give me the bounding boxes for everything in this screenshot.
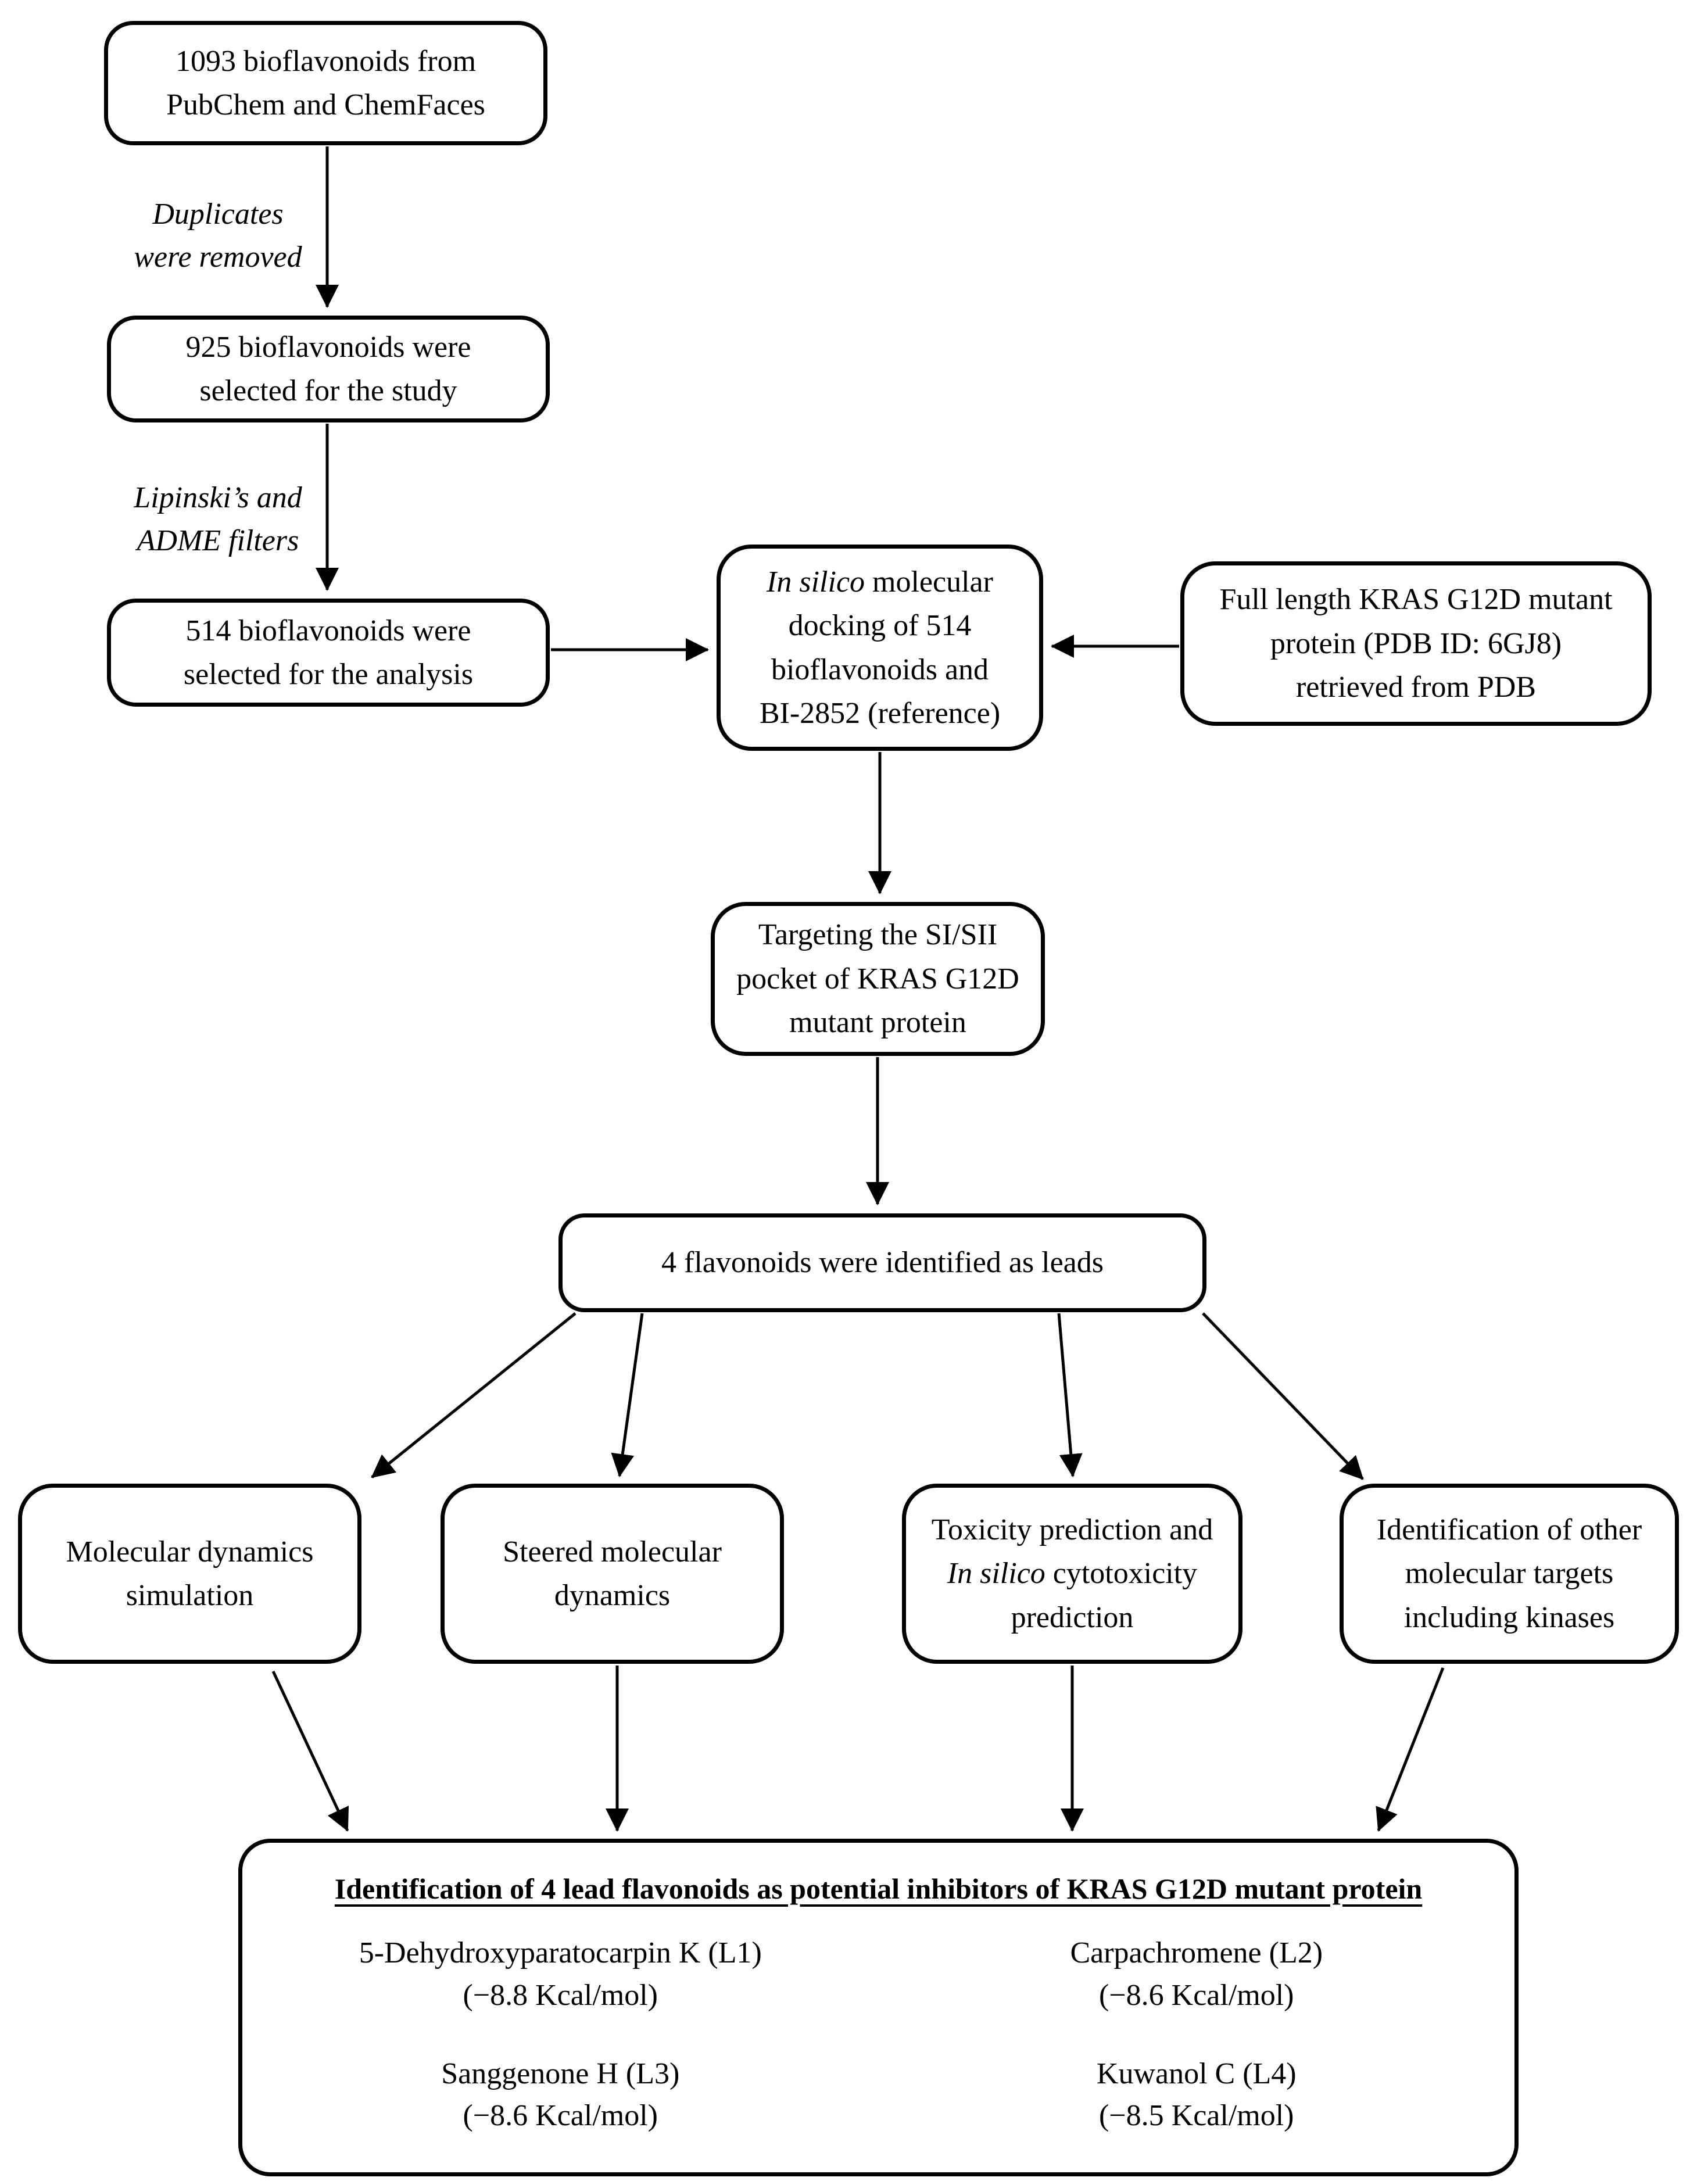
- lead-name: 5-Dehydroxyparatocarpin K (L1): [359, 1936, 762, 1969]
- node-text-line: 925 bioflavonoids were: [185, 330, 471, 364]
- node-text-line: protein (PDB ID: 6GJ8): [1270, 626, 1562, 660]
- arrow-leads-to-toxicity: [1057, 1313, 1083, 1477]
- node-text-line: docking of 514: [788, 609, 972, 643]
- node-text-rest: molecular: [865, 565, 993, 599]
- node-steered-md: Steered molecular dynamics: [441, 1484, 784, 1664]
- node-four-leads: 4 flavonoids were identified as leads: [558, 1213, 1206, 1312]
- node-md-simulation: Molecular dynamics simulation: [18, 1484, 361, 1664]
- lead-compounds-grid: 5-Dehydroxyparatocarpin K (L1) (−8.8 Kca…: [242, 1932, 1514, 2137]
- lead-compound-l3: Sanggenone H (L3) (−8.6 Kcal/mol): [242, 2053, 879, 2138]
- lead-name: Sanggenone H (L3): [441, 2057, 680, 2090]
- node-text-line: bioflavonoids and: [771, 653, 989, 686]
- lead-compound-l2: Carpachromene (L2) (−8.6 Kcal/mol): [879, 1932, 1515, 2017]
- node-text-line: pocket of KRAS G12D: [736, 962, 1019, 995]
- node-text-line: Molecular dynamics: [66, 1535, 314, 1568]
- node-text-line: Full length KRAS G12D mutant: [1219, 583, 1613, 617]
- node-text-line: including kinases: [1403, 1600, 1615, 1634]
- node-docking: In silico molecular docking of 514 biofl…: [717, 545, 1043, 751]
- node-results-summary: Identification of 4 lead flavonoids as p…: [238, 1839, 1519, 2176]
- italic-term: In silico: [767, 565, 865, 599]
- lead-binding-energy: (−8.6 Kcal/mol): [1099, 1978, 1294, 2012]
- node-source-bioflavonoids: 1093 bioflavonoids from PubChem and Chem…: [104, 21, 547, 145]
- edge-label-line: were removed: [134, 240, 302, 274]
- node-925-selected: 925 bioflavonoids were selected for the …: [107, 316, 550, 422]
- node-si-sii-pocket: Targeting the SI/SII pocket of KRAS G12D…: [711, 902, 1045, 1056]
- node-text-line: selected for the analysis: [183, 658, 474, 691]
- node-text-line: 514 bioflavonoids were: [185, 614, 471, 647]
- lead-binding-energy: (−8.8 Kcal/mol): [463, 1978, 658, 2012]
- node-text-line: Steered molecular: [503, 1535, 722, 1568]
- node-text-line: Identification of other: [1376, 1513, 1642, 1546]
- node-text-line: 1093 bioflavonoids from: [175, 44, 477, 78]
- node-text-line: simulation: [126, 1579, 254, 1612]
- edge-label-line: Lipinski’s and: [134, 481, 302, 514]
- italic-term: In silico: [947, 1557, 1045, 1591]
- node-text-line: selected for the study: [199, 374, 457, 407]
- edge-label-line: Duplicates: [152, 198, 284, 231]
- lead-binding-energy: (−8.5 Kcal/mol): [1099, 2099, 1294, 2133]
- arrow-leads-to-md: [371, 1312, 577, 1478]
- arrow-targets-to-results: [1376, 1667, 1445, 1832]
- lead-compound-l1: 5-Dehydroxyparatocarpin K (L1) (−8.8 Kca…: [242, 1932, 879, 2017]
- node-text-line: 4 flavonoids were identified as leads: [661, 1246, 1104, 1280]
- results-title: Identification of 4 lead flavonoids as p…: [334, 1872, 1423, 1905]
- node-text-line: dynamics: [554, 1579, 671, 1612]
- node-text-line: mutant protein: [789, 1006, 966, 1040]
- lead-name: Carpachromene (L2): [1070, 1936, 1323, 1969]
- node-text-line: BI-2852 (reference): [759, 696, 1001, 730]
- arrow-md-to-results: [271, 1670, 349, 1832]
- node-toxicity-prediction: Toxicity prediction and In silico cytoto…: [902, 1484, 1242, 1664]
- node-text-line: Toxicity prediction and: [931, 1513, 1213, 1546]
- node-other-targets: Identification of other molecular target…: [1340, 1484, 1679, 1664]
- node-text-line: prediction: [1011, 1600, 1134, 1634]
- edge-label-lipinski-adme: Lipinski’s and ADME filters: [87, 477, 349, 563]
- arrow-leads-to-targets: [1202, 1312, 1364, 1480]
- node-514-selected: 514 bioflavonoids were selected for the …: [107, 599, 550, 707]
- node-text-line: In silico molecular: [767, 560, 993, 604]
- edge-label-duplicates-removed: Duplicates were removed: [87, 193, 349, 279]
- edge-label-line: ADME filters: [137, 524, 299, 557]
- arrow-leads-to-steered: [611, 1313, 644, 1477]
- node-text-line: retrieved from PDB: [1295, 671, 1536, 704]
- node-kras-protein: Full length KRAS G12D mutant protein (PD…: [1180, 561, 1652, 726]
- node-text-line: In silico cytotoxicity: [947, 1552, 1197, 1595]
- node-text-line: Targeting the SI/SII: [758, 918, 998, 952]
- lead-binding-energy: (−8.6 Kcal/mol): [463, 2099, 658, 2133]
- node-text-line: molecular targets: [1405, 1557, 1614, 1591]
- lead-compound-l4: Kuwanol C (L4) (−8.5 Kcal/mol): [879, 2053, 1515, 2138]
- lead-name: Kuwanol C (L4): [1096, 2057, 1297, 2090]
- node-text-line: PubChem and ChemFaces: [166, 88, 485, 121]
- node-text-rest: cytotoxicity: [1045, 1557, 1198, 1591]
